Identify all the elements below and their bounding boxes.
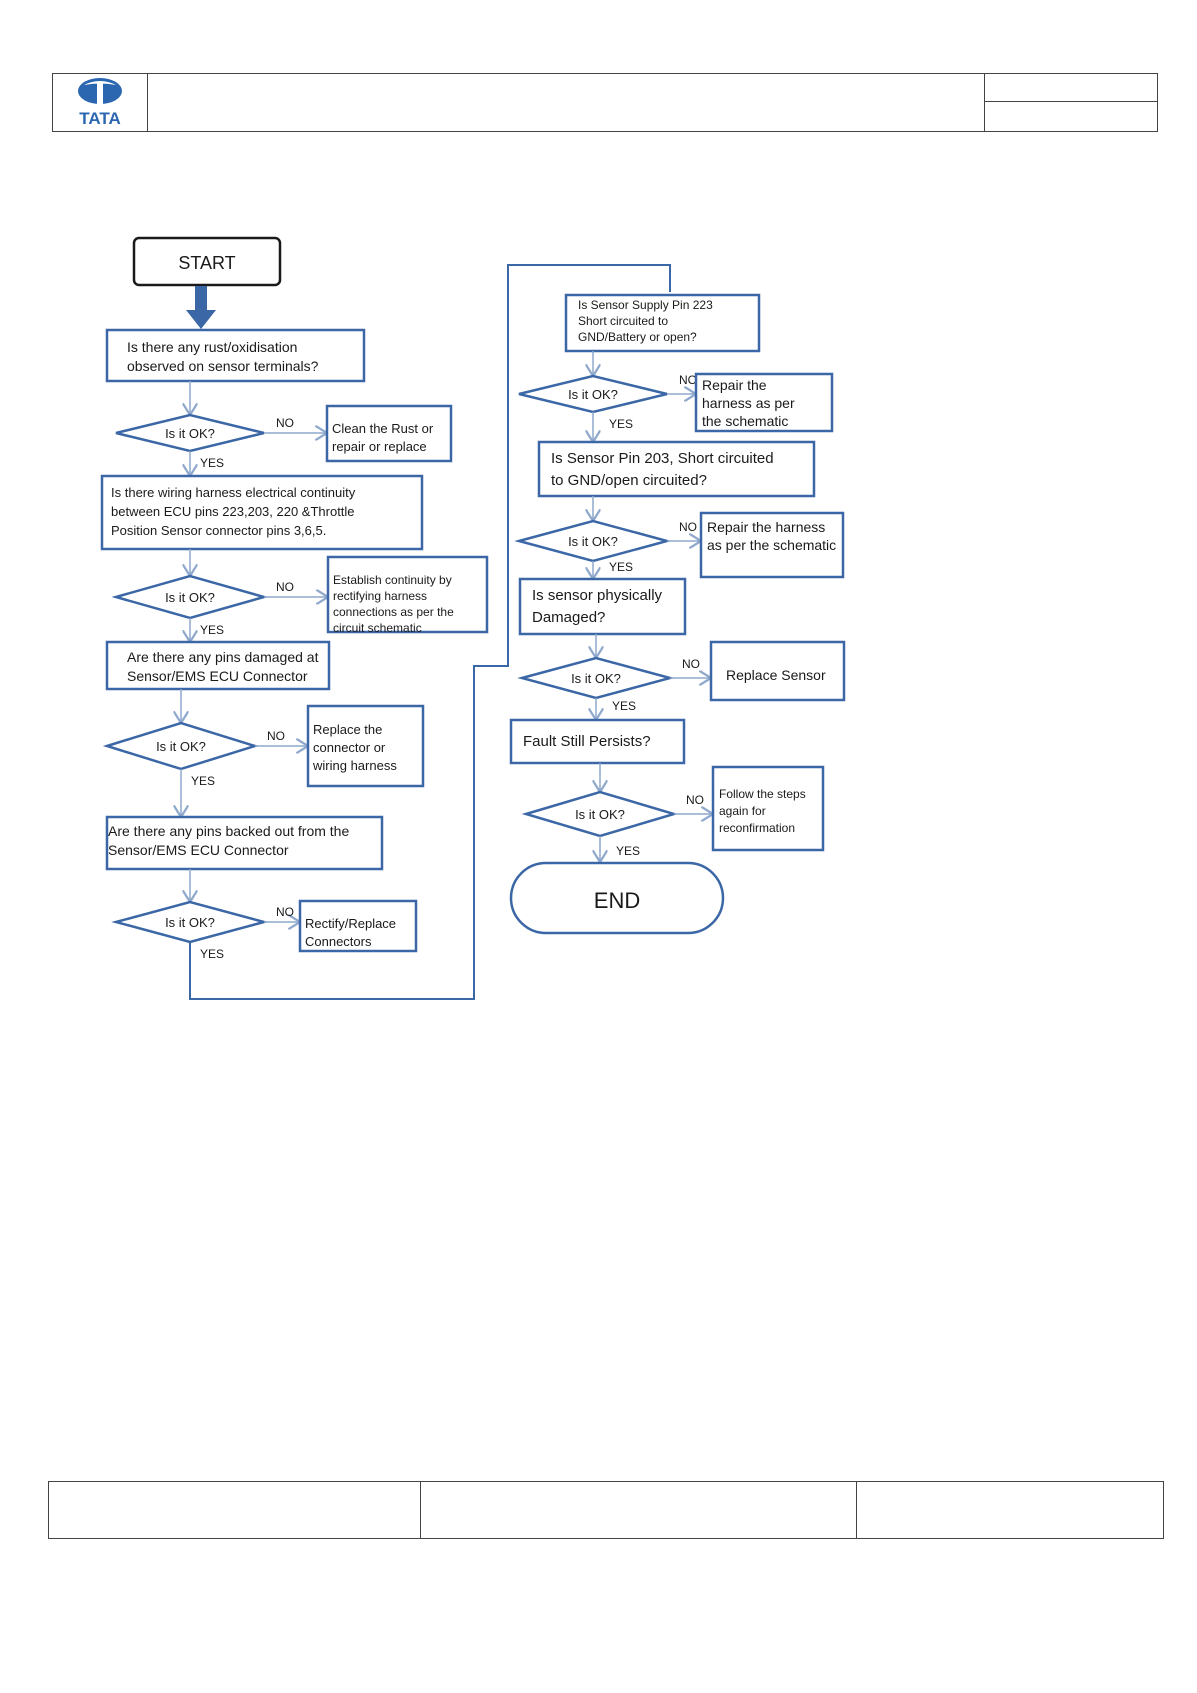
right-yes-label-1: YES xyxy=(609,417,633,431)
left-no-label-4: NO xyxy=(276,905,294,919)
left-no-label-3: NO xyxy=(267,729,285,743)
left-no-label-1: NO xyxy=(276,416,294,430)
left-question-box-2 xyxy=(100,474,424,551)
left-decision-1-label: Is it OK? xyxy=(165,426,215,441)
left-action-box-4 xyxy=(298,899,418,953)
right-question-text-4: Fault Still Persists? xyxy=(523,733,651,750)
start-terminal xyxy=(132,236,282,287)
right-action-text-3: Replace Sensor xyxy=(726,667,826,683)
right-question-box-4 xyxy=(509,718,686,765)
right-no-label-2: NO xyxy=(679,520,697,534)
left-decision-2-label: Is it OK? xyxy=(165,590,215,605)
left-action-box-2 xyxy=(326,555,489,634)
right-question-box-1 xyxy=(564,293,761,353)
logo-text: TATA xyxy=(79,109,121,128)
tata-logo: TATA xyxy=(78,78,122,128)
right-question-box-2 xyxy=(537,440,816,498)
start-label: START xyxy=(178,253,235,273)
left-action-box-3 xyxy=(306,704,425,788)
right-action-box-1 xyxy=(694,372,834,433)
left-question-text-2: Is there wiring harness electrical conti… xyxy=(111,485,356,538)
end-terminal xyxy=(509,861,725,935)
left-yes-label-4: YES xyxy=(200,947,224,961)
right-action-box-2 xyxy=(699,511,845,579)
left-decision-3-label: Is it OK? xyxy=(156,739,206,754)
logo-cell: TATA xyxy=(53,74,148,131)
right-yes-label-4: YES xyxy=(616,844,640,858)
right-no-label-3: NO xyxy=(682,657,700,671)
left-action-box-1 xyxy=(325,404,453,463)
left-yes-label-1: YES xyxy=(200,456,224,470)
footer-cell-right xyxy=(856,1481,1164,1539)
page-header: TATA xyxy=(52,73,1158,132)
left-yes-label-2: YES xyxy=(200,623,224,637)
right-no-label-1: NO xyxy=(679,373,697,387)
left-no-label-2: NO xyxy=(276,580,294,594)
right-action-box-4 xyxy=(711,765,825,852)
right-decision-3-label: Is it OK? xyxy=(571,671,621,686)
start-arrow-shaft xyxy=(195,286,207,312)
right-yes-label-3: YES xyxy=(612,699,636,713)
header-divider xyxy=(985,101,1157,102)
right-decision-4-label: Is it OK? xyxy=(575,807,625,822)
left-question-box-3 xyxy=(105,640,331,691)
end-label: END xyxy=(594,888,640,913)
right-yes-label-2: YES xyxy=(609,560,633,574)
left-question-box-4 xyxy=(105,815,384,871)
left-question-box-1 xyxy=(105,328,366,383)
footer-cell-middle xyxy=(420,1481,857,1539)
right-decision-1-label: Is it OK? xyxy=(568,387,618,402)
start-arrow-head xyxy=(186,310,216,329)
left-decision-4-label: Is it OK? xyxy=(165,915,215,930)
right-no-label-4: NO xyxy=(686,793,704,807)
column-connector xyxy=(189,264,671,1000)
right-question-box-3 xyxy=(518,577,687,636)
left-yes-label-3: YES xyxy=(191,774,215,788)
footer-cell-left xyxy=(48,1481,421,1539)
right-decision-2-label: Is it OK? xyxy=(568,534,618,549)
right-action-box-3 xyxy=(709,640,846,702)
header-right-cell xyxy=(984,74,1157,131)
